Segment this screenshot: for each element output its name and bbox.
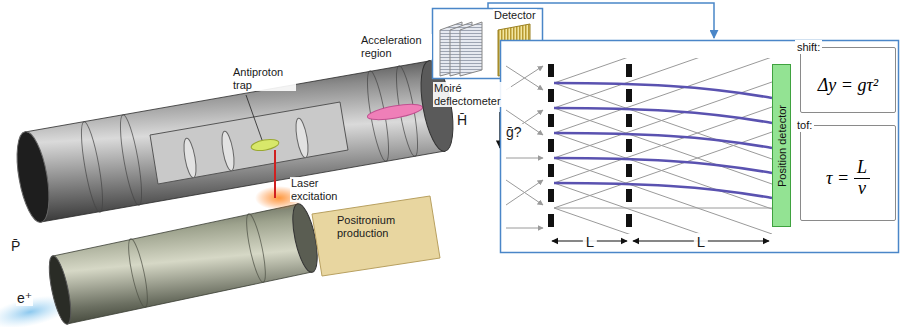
particle-symbol: H̄ [456,112,468,128]
part-label: Positronium production [336,214,406,239]
laser-beam [274,150,276,198]
part-label: Antiproton trap [232,66,296,91]
formula: τ = [826,168,849,189]
position-detector: Position detector [772,64,791,227]
formula-box: shift:Δy = gτ² [800,47,896,113]
positronium-target [312,196,440,276]
cutaway [150,102,348,184]
box-heading: shift: [795,40,822,54]
grating-bars [548,64,632,227]
fraction-numerator: L [854,158,870,179]
electrode [220,130,237,171]
trajectory [554,83,772,198]
grating [460,22,482,76]
fraction: Lv [854,158,870,199]
dimension-label: L [694,233,708,250]
part-label: Acceleration region [360,34,432,59]
part-label: Moiré deflectometer [433,82,511,107]
tube-ring [243,213,269,284]
part-label: Laser excitation [290,177,350,202]
formula-row: τ =Lv [826,158,870,199]
box-heading: tof: [795,118,814,132]
formula: Δy = gτ² [818,75,879,96]
electrode [182,137,199,178]
diffracted-rays [554,58,772,234]
particle-symbol: e⁺ [16,290,33,306]
incoming-rays [506,66,543,228]
tube-ring [77,120,107,213]
formula-box: tof:τ =Lv [800,125,896,221]
tube-ring [125,238,151,309]
fraction-denominator: v [855,179,869,199]
antiproton-tube [25,61,445,222]
particle-symbol: P̄ [10,238,21,254]
electrode [294,117,311,158]
detector-label: Position detector [775,105,788,187]
leader-line [246,95,262,140]
gravity-symbol: ḡ? [505,124,523,140]
dimension-label: L [583,233,597,250]
positron-tube [53,204,312,324]
part-label: Detector [493,9,537,22]
zoom-arrow [488,3,714,38]
tube-ring [116,113,146,206]
zoom-panel [501,41,899,253]
tube-opening [45,254,75,326]
acceleration-region [366,101,423,123]
formula-row: Δy = gτ² [818,75,879,96]
tube-opening [11,129,55,224]
